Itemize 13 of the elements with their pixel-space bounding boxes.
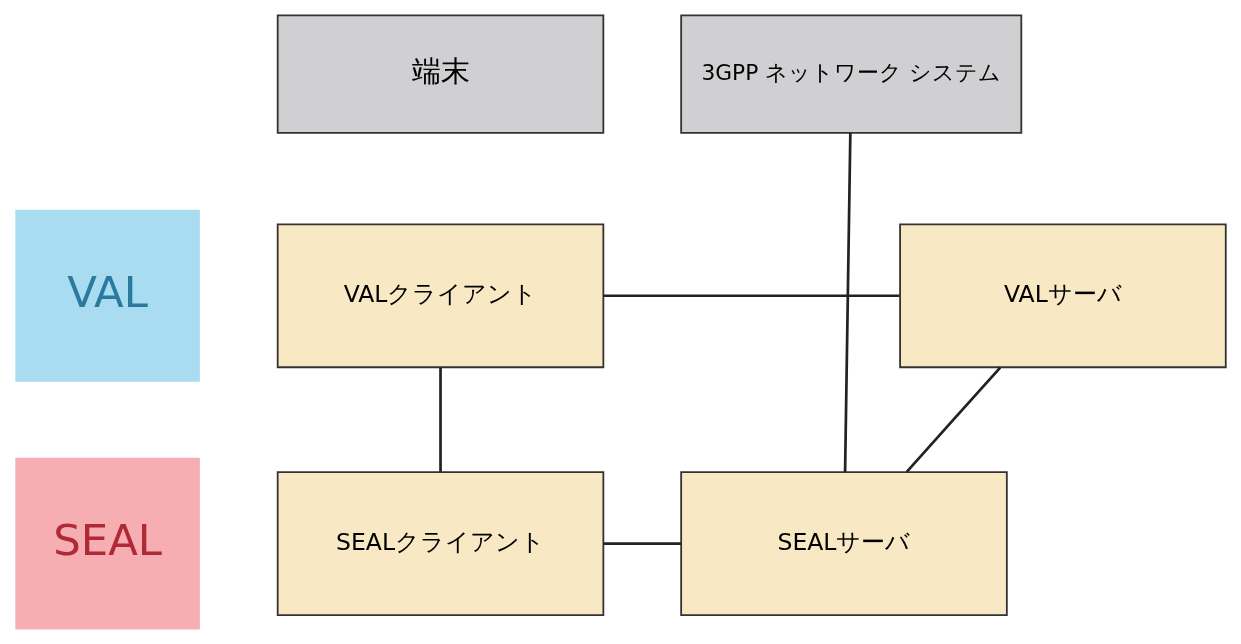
node-box: SEALクライアント [276, 471, 604, 616]
connector [905, 366, 1001, 473]
node-box: VAL [14, 209, 200, 382]
node-box: SEALサーバ [679, 471, 1008, 616]
node-box: 3GPP ネットワーク システム [679, 14, 1022, 134]
node-box: SEAL [14, 457, 200, 630]
connector [843, 133, 852, 473]
node-box: VALクライアント [276, 223, 604, 369]
connector [603, 542, 681, 545]
connector [602, 294, 900, 298]
connector [438, 367, 442, 472]
node-box: VALサーバ [898, 223, 1227, 369]
node-box: 端末 [276, 14, 604, 134]
